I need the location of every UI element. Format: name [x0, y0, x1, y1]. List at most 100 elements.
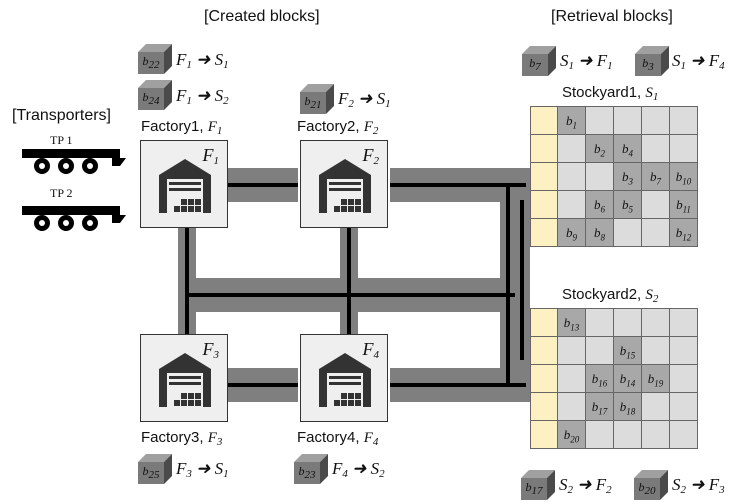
yard1-lane-cell [530, 134, 558, 163]
retrieval-blocks-header: [Retrieval blocks] [551, 8, 673, 25]
factory3-box: F3 [140, 334, 228, 422]
factory2-box: F2 [300, 140, 388, 228]
block-label: b2 [594, 141, 605, 159]
yard2-empty-cell [557, 392, 586, 421]
yard1-block-cell: b12 [669, 218, 698, 247]
yard1-block-cell: b11 [669, 190, 698, 219]
block-cube-icon: b25 [138, 454, 172, 484]
yard2-lane-cell [530, 364, 558, 393]
block-cube-icon: b21 [300, 84, 334, 114]
yard2-empty-cell [641, 420, 670, 449]
created-route-b24: F1 ➜ S2 [176, 86, 229, 107]
block-cube-icon: b24 [138, 80, 172, 110]
factory3-symbol: F3 [202, 339, 220, 361]
yard2-empty-cell [613, 308, 642, 337]
factory1-symbol: F1 [202, 145, 220, 167]
yard1-block-cell: b5 [613, 190, 642, 219]
yard1-block-cell: b7 [641, 162, 670, 191]
block-label: b10 [675, 169, 692, 187]
created-route-b23: F4 ➜ S2 [332, 459, 385, 480]
yard2-empty-cell [669, 364, 698, 393]
yard2-block-cell: b19 [641, 364, 670, 393]
yard2-lane-cell [530, 336, 558, 365]
created-route-b22: F1 ➜ S1 [176, 50, 229, 71]
yard2-empty-cell [641, 336, 670, 365]
block-label: b5 [622, 197, 633, 215]
yard1-block-cell: b3 [613, 162, 642, 191]
block-cube-icon: b7 [522, 46, 556, 76]
factory1-label: Factory1, F1 [141, 118, 223, 137]
yard2-empty-cell [641, 392, 670, 421]
road-inner-layer [185, 183, 526, 387]
stockyard1-label: Stockyard1, S1 [562, 84, 659, 103]
block-label: b17 [591, 399, 608, 417]
yard2-empty-cell [641, 308, 670, 337]
yard1-empty-cell [641, 218, 670, 247]
block-label: b15 [619, 343, 636, 361]
block-label: b12 [675, 225, 692, 243]
yard2-block-cell: b16 [585, 364, 614, 393]
yard2-empty-cell [585, 336, 614, 365]
yard2-empty-cell [557, 336, 586, 365]
block-label: b6 [594, 197, 605, 215]
block-label: b13 [563, 315, 580, 333]
yard1-empty-cell [669, 106, 698, 135]
factory4-label: Factory4, F4 [297, 429, 379, 448]
yard1-empty-cell [641, 134, 670, 163]
yard2-empty-cell [585, 420, 614, 449]
block-label: b19 [647, 371, 664, 389]
factory1-box: F1 [140, 140, 228, 228]
yard1-empty-cell [613, 106, 642, 135]
yard1-empty-cell [557, 134, 586, 163]
transporters-header: [Transporters] [12, 107, 111, 124]
yard1-block-cell: b2 [585, 134, 614, 163]
block-label: b16 [591, 371, 608, 389]
stockyard2-grid: b13 b15 b16 b14 b19 b17 b18 b20 [530, 308, 698, 449]
yard1-lane-cell [530, 190, 558, 219]
yard1-lane-cell [530, 218, 558, 247]
created-route-b21: F2 ➜ S1 [338, 89, 391, 110]
block-label: b1 [566, 113, 577, 131]
yard2-lane-cell [530, 420, 558, 449]
block-label: b4 [622, 141, 633, 159]
transporter-2-icon [22, 206, 126, 231]
factory4-symbol: F4 [362, 339, 380, 361]
stockyard2-label: Stockyard2, S2 [562, 286, 659, 305]
yard1-block-cell: b1 [557, 106, 586, 135]
factory2-symbol: F2 [362, 145, 380, 167]
retrieval-route-b17: S2 ➜ F2 [559, 475, 612, 496]
block-label: b8 [594, 225, 605, 243]
block-label: b18 [619, 399, 636, 417]
retrieval-route-b3: S1 ➜ F4 [672, 51, 725, 72]
yard2-lane-cell [530, 308, 558, 337]
yard1-lane-cell [530, 106, 558, 135]
yard1-block-cell: b10 [669, 162, 698, 191]
retrieval-route-b20: S2 ➜ F3 [672, 475, 725, 496]
factory2-label: Factory2, F2 [297, 118, 379, 137]
yard2-empty-cell [669, 308, 698, 337]
block-cube-icon: b23 [294, 454, 328, 484]
yard2-empty-cell [669, 392, 698, 421]
yard1-empty-cell [557, 162, 586, 191]
block-cube-icon: b20 [634, 470, 668, 500]
yard1-empty-cell [585, 106, 614, 135]
factory4-box: F4 [300, 334, 388, 422]
yard2-block-cell: b13 [557, 308, 586, 337]
yard2-block-cell: b17 [585, 392, 614, 421]
yard2-block-cell: b20 [557, 420, 586, 449]
yard2-empty-cell [613, 420, 642, 449]
yard1-empty-cell [641, 190, 670, 219]
yard2-block-cell: b14 [613, 364, 642, 393]
block-label: b20 [563, 427, 580, 445]
yard2-block-cell: b15 [613, 336, 642, 365]
block-label: b3 [622, 169, 633, 187]
block-label: b14 [619, 371, 636, 389]
created-blocks-header: [Created blocks] [204, 8, 320, 25]
yard1-empty-cell [585, 162, 614, 191]
yard1-block-cell: b9 [557, 218, 586, 247]
yard2-empty-cell [669, 336, 698, 365]
yard2-lane-cell [530, 392, 558, 421]
yard1-empty-cell [669, 134, 698, 163]
yard2-empty-cell [585, 308, 614, 337]
yard1-lane-cell [530, 162, 558, 191]
